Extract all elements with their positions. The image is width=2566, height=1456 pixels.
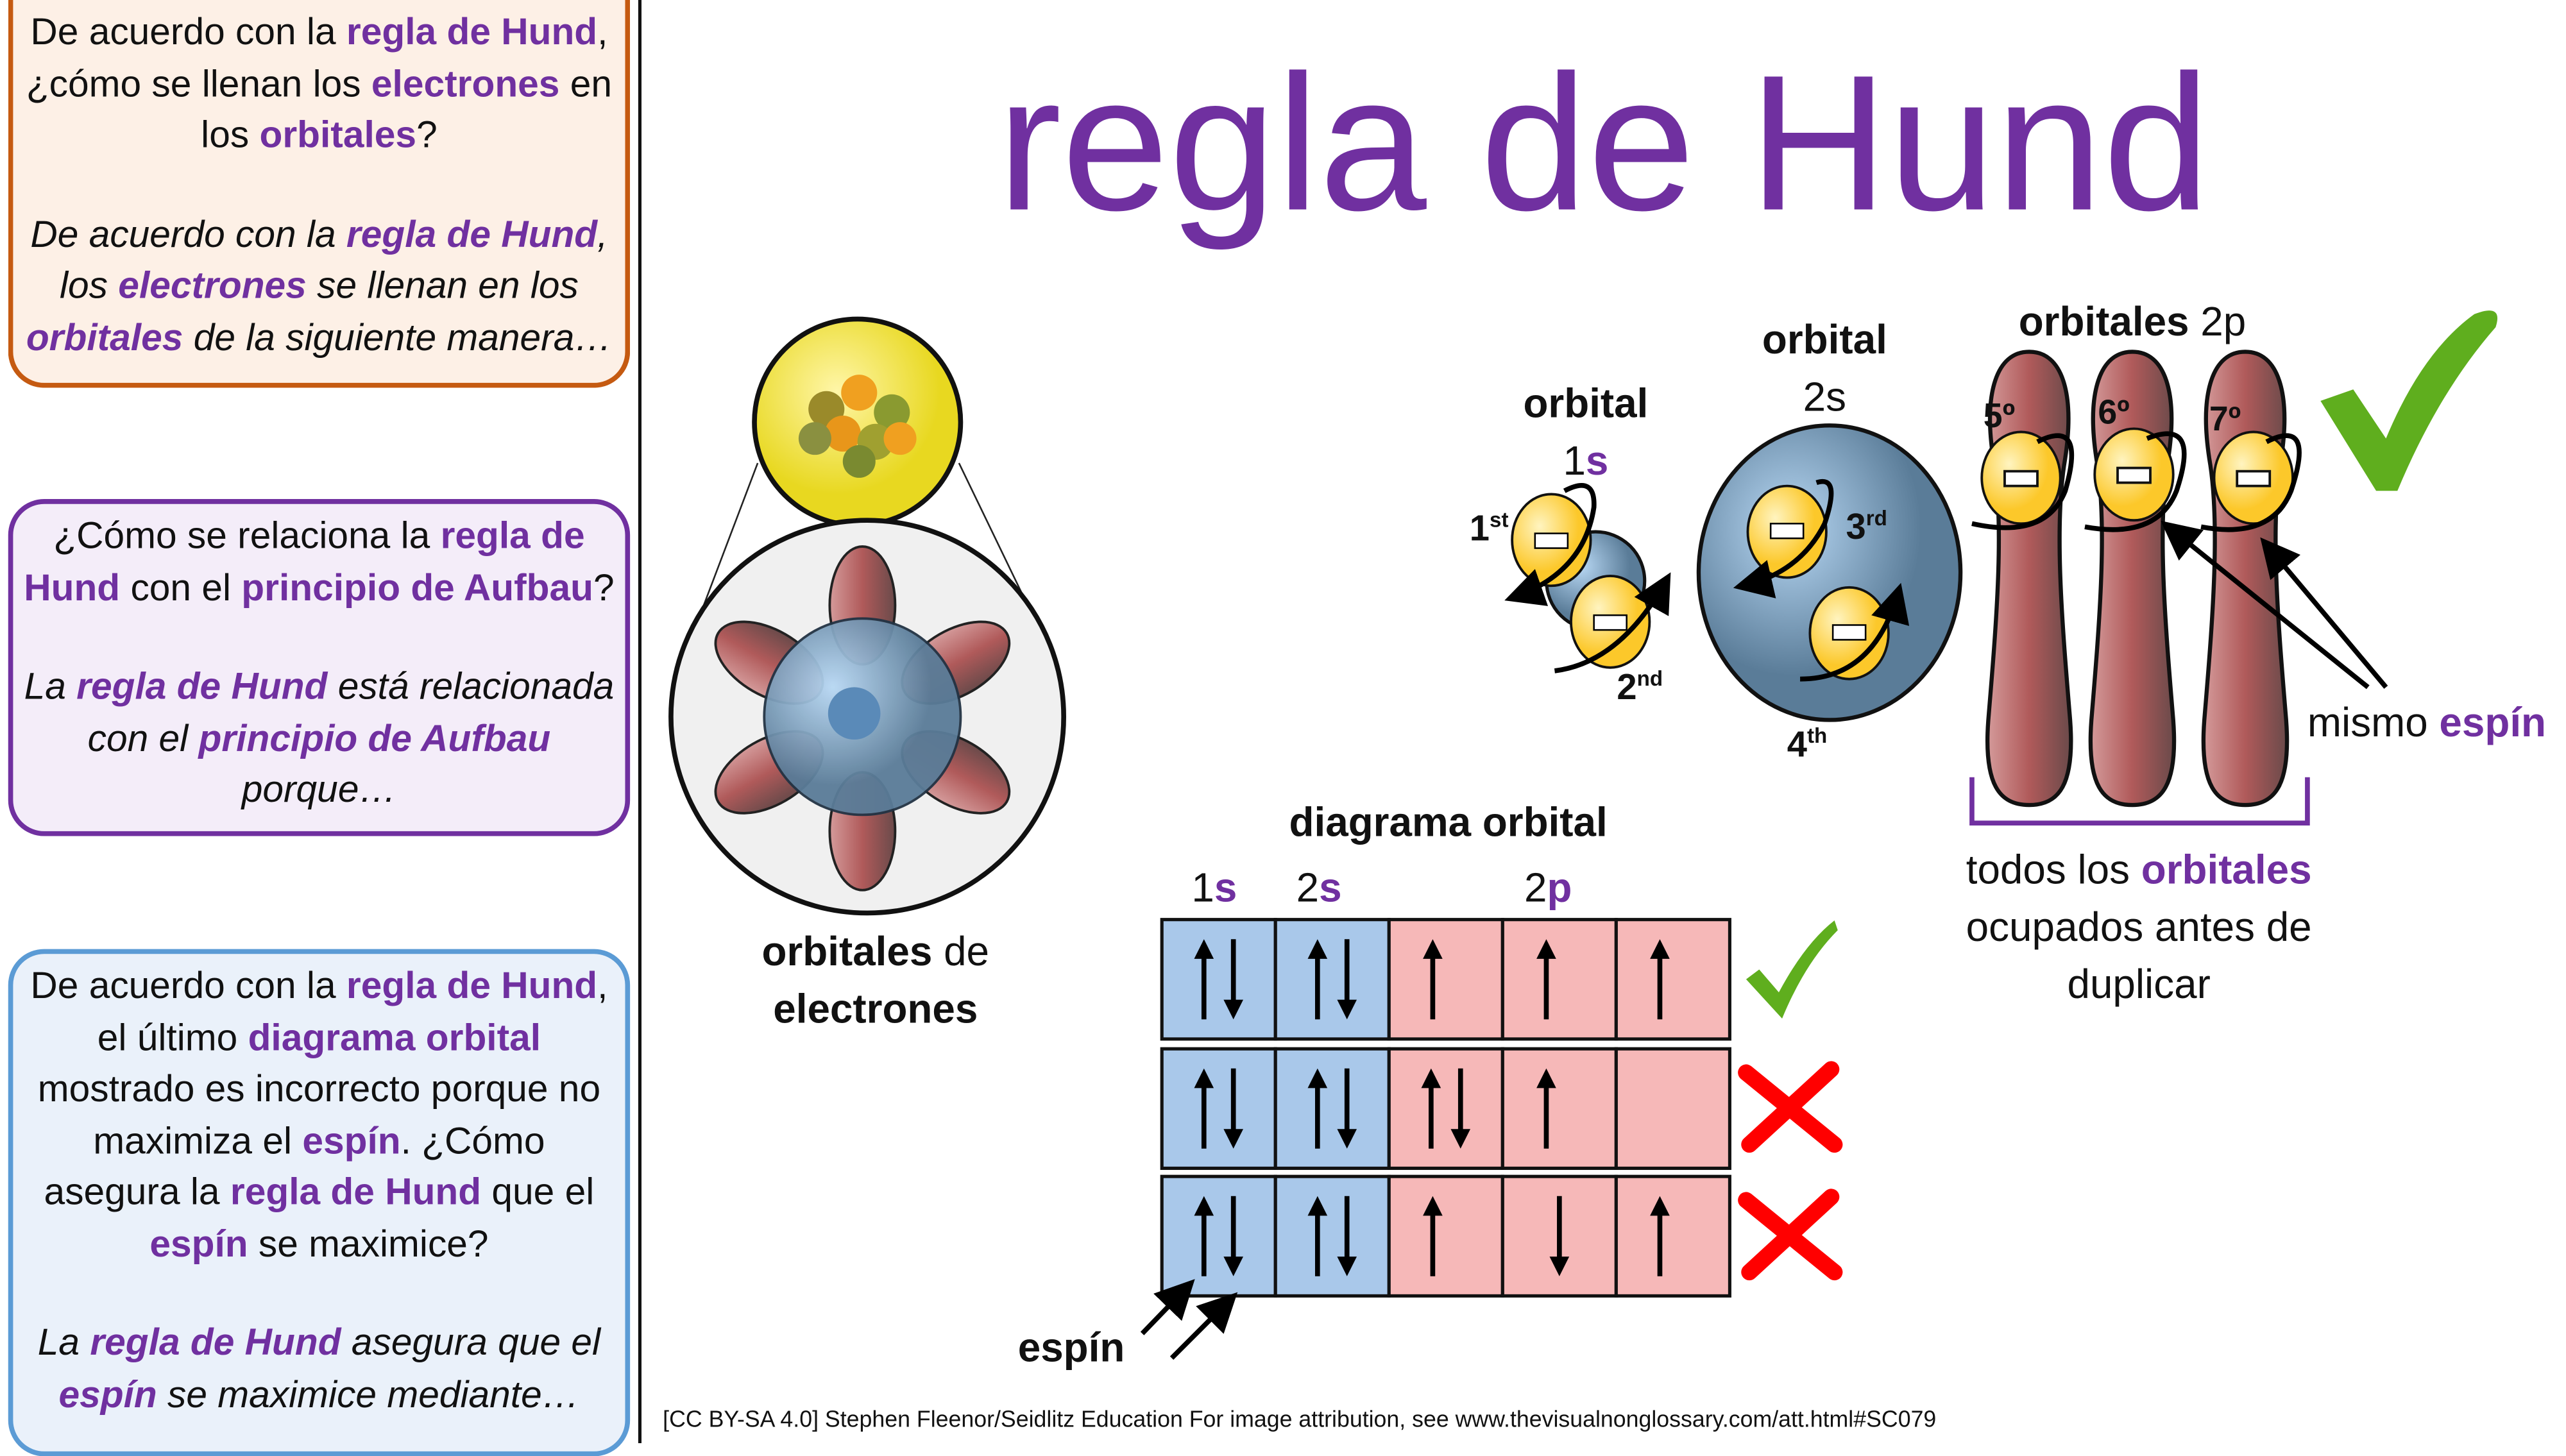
cross-icon [1741, 1189, 1840, 1281]
orbital-box [1160, 918, 1277, 1041]
checkmark-icon [1746, 920, 1838, 1019]
electron-order-5th: 5º [1983, 397, 2016, 436]
electron-order-7th: 7º [2209, 400, 2241, 439]
spin-down-arrow-head [1450, 1129, 1471, 1149]
orbital-box [1387, 918, 1504, 1041]
cross-icon [1741, 1061, 1840, 1153]
spin-up-arrow-head [1194, 1068, 1214, 1088]
spin-up-arrow-head [1536, 1068, 1556, 1088]
spin-up-arrow-head [1307, 939, 1328, 959]
orbital-1s-label: orbital [1523, 381, 1649, 427]
question-panel-2: ¿Cómo se relaciona la regla de Hund con … [8, 499, 631, 836]
orbital-box [1614, 1047, 1731, 1170]
spin-up-arrow-head [1307, 1196, 1328, 1216]
spin-down-arrow-head [1337, 1257, 1357, 1276]
checkmark-icon [2320, 310, 2498, 491]
electron-order-1st: 1st [1469, 507, 1509, 549]
spin-down-arrow-head [1223, 999, 1243, 1020]
question-text: ¿Cómo se relaciona la regla de Hund con … [24, 514, 615, 608]
attribution: [CC BY-SA 4.0] Stephen Fleenor/Seidlitz … [663, 1405, 1937, 1432]
orbital-2s-name: 2s [1803, 375, 1847, 421]
electron-order-2nd: 2nd [1617, 666, 1663, 707]
answer-stem: La regla de Hund está relacionada con el… [24, 664, 615, 810]
orbital-diagram [1160, 918, 1843, 1298]
spin-down-arrow-head [1337, 1129, 1357, 1149]
spin-up-arrow-head [1423, 939, 1443, 959]
spin-up-arrow-head [1194, 1196, 1214, 1216]
orbitals-2p-label: orbitales 2p [2018, 299, 2247, 346]
spin-down-arrow-head [1337, 999, 1357, 1020]
diagram-title: diagrama orbital [1289, 800, 1608, 846]
spin-down-arrow-head [1549, 1257, 1570, 1276]
orbital-box [1500, 918, 1618, 1041]
orbital-1s-icon [1504, 483, 1671, 673]
orbital-box [1160, 1047, 1277, 1170]
header-2s: 2s [1296, 865, 1342, 911]
orbital-box [1387, 1047, 1504, 1170]
spin-down-arrow-head [1223, 1257, 1243, 1276]
question-text: De acuerdo con la regla de Hund, el últi… [30, 963, 608, 1264]
header-1s: 1s [1191, 865, 1237, 911]
electron-2p [1971, 427, 2302, 532]
question-text: De acuerdo con la regla de Hund, ¿cómo s… [26, 10, 613, 156]
orbital-2s-icon [1696, 423, 1963, 722]
orbital-box [1387, 1174, 1504, 1298]
orbital-1s-name: 1s [1563, 438, 1609, 485]
bracket-icon [1969, 777, 2310, 825]
electron-order-3rd: 3rd [1846, 505, 1887, 547]
spin-up-arrow-head [1194, 939, 1214, 959]
answer-stem: La regla de Hund asegura que el espín se… [37, 1320, 601, 1415]
answer-stem: De acuerdo con la regla de Hund, los ele… [26, 212, 613, 358]
spin-up-arrow-head [1307, 1068, 1328, 1088]
orbital-2s-label: orbital [1762, 317, 1887, 364]
spin-up-arrow-head [1536, 939, 1556, 959]
page-title: regla de Hund [997, 36, 2211, 252]
orbital-box [1500, 1047, 1618, 1170]
electron-order-4th: 4th [1787, 723, 1828, 765]
spin-down-arrow-head [1223, 1129, 1243, 1149]
nucleus-icon [798, 375, 917, 478]
spin-label: espín [1017, 1325, 1125, 1371]
spin-up-arrow-head [1650, 939, 1670, 959]
orbital-box [1273, 1047, 1391, 1170]
header-2p: 2p [1524, 865, 1572, 911]
orbital-box [1160, 1174, 1277, 1298]
orbital-box [1614, 918, 1731, 1041]
question-panel-3: De acuerdo con la regla de Hund, el últi… [8, 949, 631, 1456]
spin-up-arrow-head [1650, 1196, 1670, 1216]
spin-up-arrow-head [1421, 1068, 1441, 1088]
question-panel-1: De acuerdo con la regla de Hund, ¿cómo s… [8, 0, 631, 388]
orbital-box [1273, 918, 1391, 1041]
atom-icon [668, 316, 1066, 916]
divider [638, 0, 642, 1443]
orbital-box [1614, 1174, 1731, 1298]
spin-up-arrow-head [1423, 1196, 1443, 1216]
same-spin-label: mismo espín [2307, 700, 2546, 747]
electron-order-6th: 6º [2098, 394, 2130, 432]
orbital-box [1273, 1174, 1391, 1298]
orbitals-2p-icon [1985, 350, 2290, 808]
